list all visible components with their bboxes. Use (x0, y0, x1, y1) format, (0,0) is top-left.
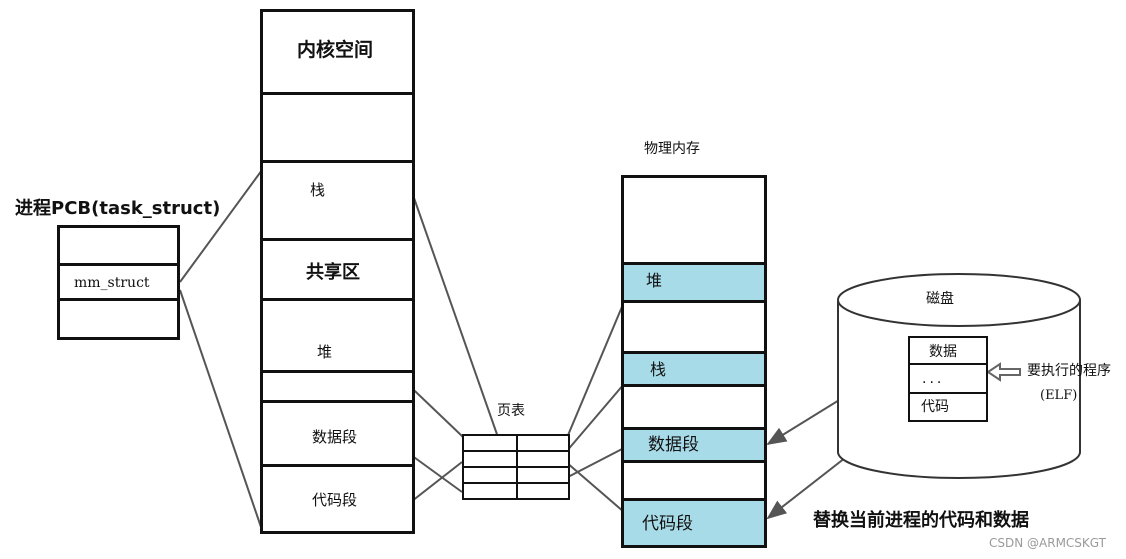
code-segment-label: 代码段 (312, 491, 358, 509)
shared-region-label: 共享区 (306, 262, 360, 283)
stack-to-pagetable-line (413, 197, 507, 461)
phys-data-label: 数据段 (648, 435, 699, 455)
pcb-box (57, 225, 180, 340)
elf-code-label: 代码 (921, 399, 949, 415)
pagetable-to-stack-line (565, 383, 625, 453)
pagetable-to-data-line (565, 447, 625, 479)
phys-line-5 (621, 427, 767, 430)
disk-code-arrow (766, 411, 905, 520)
phys-code-label: 代码段 (642, 514, 693, 534)
elf-divider-2 (908, 392, 988, 394)
pcb-title: 进程PCB(task_struct) (15, 198, 221, 219)
program-pointer-icon (986, 362, 1021, 382)
phys-data-band (624, 428, 764, 462)
elf-ellipsis-label: ... (922, 371, 945, 387)
pcb-divider-1 (57, 263, 180, 266)
space-divider-bss (260, 400, 415, 403)
disk-data-arrow (766, 359, 905, 446)
pcb-to-space-top-line (179, 169, 263, 283)
phys-line-6 (621, 460, 767, 463)
phys-stack-band (624, 352, 764, 386)
phys-heap-label: 堆 (646, 271, 663, 290)
virtual-address-space (260, 9, 415, 534)
data-segment-label: 数据段 (312, 428, 358, 446)
space-divider-stack (260, 238, 415, 241)
watermark: CSDN @ARMCSKGT (989, 536, 1106, 550)
space-divider-shared (260, 298, 415, 301)
stack-label: 栈 (310, 181, 326, 199)
elf-file (908, 336, 988, 422)
program-label: 要执行的程序 (1027, 363, 1111, 379)
pcb-to-space-bottom-line (179, 289, 263, 531)
heap-label: 堆 (317, 343, 333, 361)
page-table-column-divider (516, 434, 518, 500)
phys-line-3 (621, 351, 767, 354)
pagetable-to-heap-line (565, 301, 625, 441)
page-table-title: 页表 (497, 403, 525, 419)
phys-line-7 (621, 498, 767, 501)
disk-title: 磁盘 (926, 291, 954, 307)
phys-line-1 (621, 262, 767, 265)
kernel-space-label: 内核空间 (297, 39, 374, 61)
phys-heap-band (624, 262, 764, 302)
program-format-label: (ELF) (1040, 388, 1078, 403)
pcb-field-mm-struct: mm_struct (74, 275, 150, 291)
space-divider-heap (260, 370, 415, 373)
space-divider-data (260, 464, 415, 467)
phys-line-2 (621, 300, 767, 303)
phys-line-4 (621, 384, 767, 387)
pagetable-to-code-line (565, 461, 625, 513)
space-divider-kernel (260, 92, 415, 95)
phys-code-band (624, 500, 764, 545)
elf-data-label: 数据 (929, 344, 957, 360)
replace-caption: 替换当前进程的代码和数据 (813, 510, 1029, 531)
elf-divider-1 (908, 363, 988, 365)
phys-stack-label: 栈 (650, 360, 667, 379)
pcb-divider-2 (57, 298, 180, 301)
physical-memory-title: 物理内存 (644, 141, 700, 157)
space-divider-gap (260, 160, 415, 163)
